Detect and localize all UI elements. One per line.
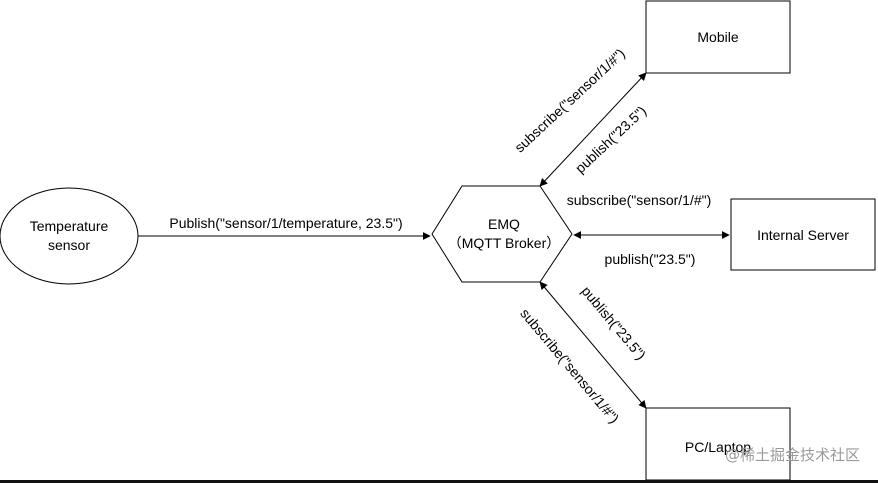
mobile-box <box>645 0 791 74</box>
sensor-label-line2: sensor <box>48 237 90 253</box>
broker-mobile-arrow <box>539 72 647 187</box>
mobile-node: Mobile <box>645 0 791 74</box>
pc-laptop-node: PC/Laptop <box>645 407 791 481</box>
bottom-border <box>0 480 878 483</box>
pc-box <box>645 407 791 481</box>
watermark: @稀土掘金技术社区 <box>724 446 860 464</box>
server-publish-label: publish("23.5") <box>605 251 696 267</box>
pc-publish-label: publish("23.5") <box>578 283 649 363</box>
broker-hexagon <box>431 185 573 283</box>
sensor-publish-label: Publish("sensor/1/temperature, 23.5") <box>169 215 402 231</box>
server-box <box>730 198 876 271</box>
temperature-sensor-node: Temperature sensor <box>0 187 139 285</box>
emq-broker-node: EMQ （MQTT Broker） <box>431 185 573 283</box>
broker-label-line1: EMQ <box>488 216 520 232</box>
server-label: Internal Server <box>757 227 849 243</box>
broker-label-line2: （MQTT Broker） <box>448 235 561 251</box>
mobile-label: Mobile <box>697 29 738 45</box>
sensor-label-line1: Temperature <box>30 218 109 234</box>
broker-pc-arrow <box>539 281 647 409</box>
server-subscribe-label: subscribe("sensor/1/#") <box>567 192 712 208</box>
sensor-ellipse <box>0 187 139 285</box>
pc-label: PC/Laptop <box>685 439 751 455</box>
internal-server-node: Internal Server <box>730 198 876 271</box>
